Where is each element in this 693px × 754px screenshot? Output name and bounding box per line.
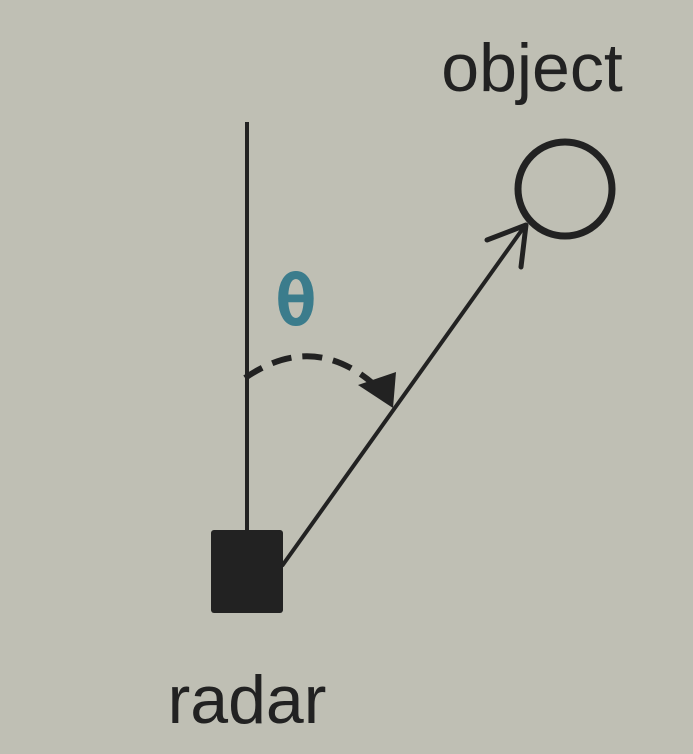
radar-square-icon: [211, 530, 283, 613]
object-arrowhead: [484, 222, 529, 270]
object-circle-icon: [514, 138, 616, 240]
object-label: object: [441, 30, 623, 106]
angle-arc: [243, 353, 381, 391]
angle-theta-label: θ: [275, 260, 317, 342]
radar-to-object-line: [280, 225, 526, 568]
angle-arc-arrowhead: [358, 372, 396, 408]
radar-label: radar: [168, 662, 327, 738]
